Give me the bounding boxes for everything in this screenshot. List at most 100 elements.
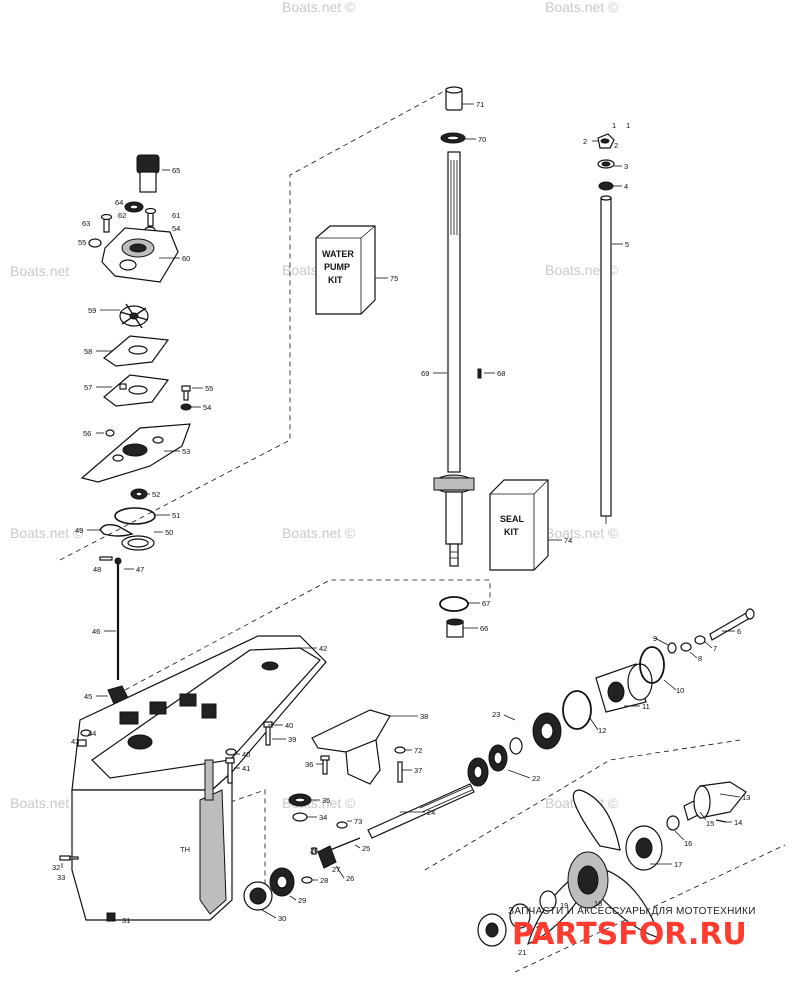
part-14-cotter-pin[interactable]	[715, 819, 727, 823]
callout-2: 2	[583, 137, 587, 146]
part-63-screw[interactable]	[100, 213, 113, 233]
group-outlines	[59, 87, 786, 973]
callout-19: 19	[560, 901, 568, 910]
callout-22: 22	[532, 774, 540, 783]
part-72-washer[interactable]	[394, 746, 406, 754]
part-41-bolt[interactable]	[225, 757, 235, 784]
part-23-forward-gear[interactable]	[467, 757, 489, 787]
part-42-gearcase-housing[interactable]: TH	[71, 635, 327, 921]
part-55-top-washer[interactable]	[88, 238, 102, 248]
part-10-o-ring[interactable]	[639, 646, 665, 684]
part-25-pin[interactable]	[329, 837, 361, 851]
callout-33: 33	[57, 873, 65, 882]
callout-69: 69	[421, 369, 429, 378]
part-55-screw[interactable]	[181, 385, 191, 401]
callout-53: 53	[182, 447, 190, 456]
callout-11: 11	[642, 702, 650, 711]
kit-label-line: KIT	[504, 527, 519, 537]
part-26-screw[interactable]	[311, 847, 317, 855]
callout-65: 65	[172, 166, 180, 175]
part-13-prop-cone[interactable]	[693, 781, 747, 819]
part-67-o-ring[interactable]	[439, 596, 469, 612]
part-52-seal[interactable]	[130, 488, 148, 500]
part-27-gear[interactable]	[317, 845, 337, 869]
part-12-o-ring[interactable]	[562, 690, 592, 730]
callout-39: 39	[288, 735, 296, 744]
part-73-clip[interactable]	[336, 821, 348, 829]
part-61-screw[interactable]	[144, 207, 157, 227]
water-pump-kit-box[interactable]: WATER PUMP KIT	[315, 225, 376, 315]
part-21-thrust-washer[interactable]	[477, 913, 507, 947]
part-53-base-plate[interactable]	[80, 423, 191, 483]
part-36-screw[interactable]	[320, 755, 330, 775]
part-18-propeller[interactable]	[527, 789, 661, 946]
part-35-bearing[interactable]	[288, 793, 312, 807]
part-21-thrust-hub[interactable]	[532, 712, 562, 750]
part-56-clip[interactable]	[105, 429, 115, 437]
callout-59: 59	[88, 306, 96, 315]
callout-41: 41	[242, 764, 250, 773]
part-3-bushing[interactable]	[597, 159, 615, 169]
part-32-screw[interactable]	[59, 855, 79, 861]
callout-54: 54	[172, 224, 180, 233]
part-70-bearing[interactable]	[440, 132, 466, 144]
part-62-seal[interactable]	[124, 201, 144, 213]
part-29-gear[interactable]	[269, 867, 295, 897]
callout-31: 31	[122, 916, 130, 925]
part-43-screw[interactable]	[77, 739, 87, 747]
callout-67: 67	[482, 599, 490, 608]
part-34-nut[interactable]	[292, 812, 308, 822]
part-8-washer[interactable]	[680, 642, 692, 652]
watermark: Boats.net ©	[10, 525, 84, 541]
callout-36: 36	[305, 760, 313, 769]
seal-kit-box[interactable]: SEAL KIT	[489, 479, 549, 571]
part-71-bushing[interactable]	[445, 86, 463, 111]
watermark: Boats.net	[10, 263, 69, 279]
part-17-spacer[interactable]	[625, 825, 663, 871]
part-5-shift-rod[interactable]	[600, 195, 612, 524]
callout-44: 44	[88, 729, 96, 738]
part-48-pin[interactable]	[99, 556, 113, 561]
callout-45: 45	[84, 692, 92, 701]
callout-30: 30	[278, 914, 286, 923]
part-40-washer[interactable]	[225, 748, 237, 756]
part-9-nut[interactable]	[667, 642, 677, 654]
part-28-washer[interactable]	[301, 876, 313, 884]
part-60-pump-housing[interactable]	[101, 227, 179, 283]
part-49-seal-ring[interactable]	[99, 523, 134, 537]
part-19-washer[interactable]	[539, 890, 557, 912]
part-2-nut[interactable]	[597, 133, 615, 149]
part-50-collar[interactable]	[121, 535, 155, 551]
part-31-plug[interactable]	[106, 912, 116, 922]
part-65-tube[interactable]	[136, 154, 170, 193]
part-20-hub[interactable]	[509, 903, 531, 929]
footer-tagline: ЗАПЧАСТИ И АКСЕССУАРЫ ДЛЯ МОТОТЕХНИКИ	[508, 906, 756, 917]
part-38-cover-plate[interactable]	[311, 709, 391, 785]
part-59-impeller[interactable]	[119, 303, 149, 329]
part-22-bearing[interactable]	[488, 737, 523, 772]
callout-54: 54	[203, 403, 211, 412]
part-30-bearing[interactable]	[243, 881, 273, 911]
callout-56: 56	[83, 429, 91, 438]
callout-23: 23	[492, 710, 500, 719]
part-58-plate[interactable]	[103, 335, 170, 367]
callout-12: 12	[598, 726, 606, 735]
part-16-washer[interactable]	[666, 815, 680, 831]
part-54-washer[interactable]	[180, 403, 192, 411]
part-37-screw[interactable]	[397, 761, 403, 783]
part-6-bolt[interactable]	[709, 608, 755, 641]
kit-label-line: WATER	[322, 249, 354, 259]
part-7-washer[interactable]	[694, 635, 706, 645]
part-39-screw[interactable]	[263, 721, 273, 746]
callout-21: 21	[518, 948, 526, 957]
part-44-washer[interactable]	[80, 729, 92, 737]
part-4-seal[interactable]	[598, 181, 614, 191]
part-24-propeller-shaft[interactable]	[367, 783, 475, 839]
part-69-driveshaft[interactable]	[433, 151, 475, 567]
part-66-bushing[interactable]	[446, 618, 464, 638]
part-46-shift-rod[interactable]	[114, 557, 122, 680]
part-57-gasket[interactable]	[103, 374, 170, 407]
part-11-bearing-carrier[interactable]	[595, 663, 653, 713]
part-68-pin[interactable]	[477, 368, 482, 379]
part-51-o-ring[interactable]	[114, 507, 156, 525]
